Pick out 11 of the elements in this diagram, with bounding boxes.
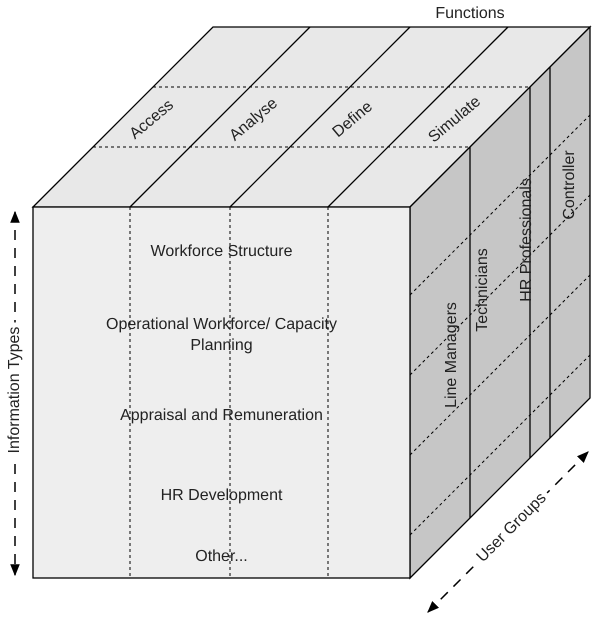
category-row: Workforce Structure	[33, 207, 410, 295]
category-row: HR Development	[33, 455, 410, 535]
layer-label: Line Managers	[443, 302, 461, 408]
layer-label: Controller	[561, 150, 579, 220]
category-row: Other...	[33, 535, 410, 578]
axis-title: Information Types	[6, 322, 24, 458]
layer-label: Technicians	[474, 248, 492, 332]
axis-title: Functions	[435, 5, 505, 23]
layer-label: HR Professionals	[518, 178, 536, 302]
category-row: Appraisal and Remuneration	[33, 375, 410, 455]
category-row: Operational Workforce/ Capacity Planning	[33, 295, 410, 375]
